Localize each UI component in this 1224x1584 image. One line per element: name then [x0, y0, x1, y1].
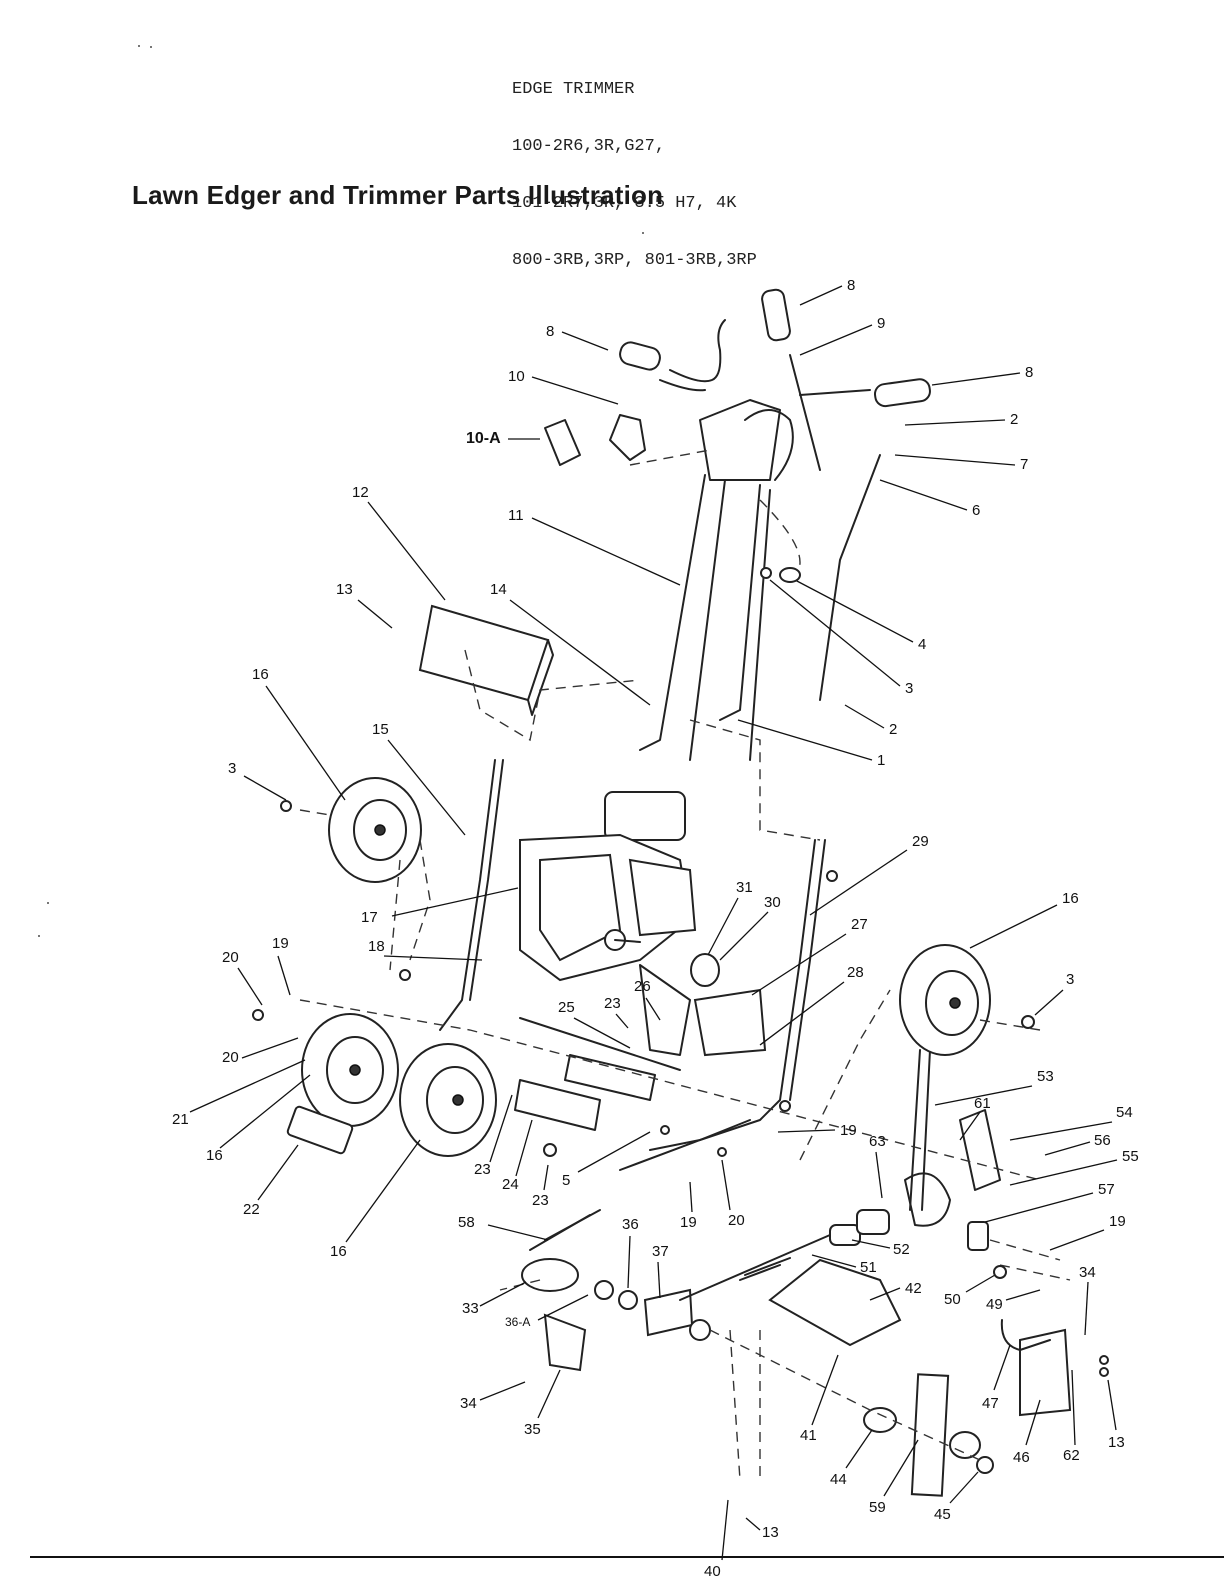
model-line: 100-2R6,3R,G27,: [512, 137, 666, 156]
callout-label: 23: [474, 1161, 491, 1178]
scan-speck: [150, 46, 152, 48]
shield-cover: [418, 604, 554, 716]
callout-label: 16: [330, 1243, 347, 1260]
callout-label: 1: [877, 752, 885, 769]
callout-label: 37: [652, 1243, 669, 1260]
callout-label: 5: [562, 1172, 570, 1189]
bottom-rule: [30, 1556, 1224, 1558]
callout-label: 19: [272, 935, 289, 952]
callout-label: 52: [893, 1241, 910, 1258]
model-line: 800-3RB,3RP, 801-3RB,3RP: [512, 251, 757, 270]
callout-label: 33: [462, 1300, 479, 1317]
callout-label: 50: [944, 1291, 961, 1308]
callout-label: 27: [851, 916, 868, 933]
spindle-assembly: [521, 1109, 1072, 1497]
callout-label: 28: [847, 964, 864, 981]
callout-label: 20: [222, 1049, 239, 1066]
callout-label: 8: [847, 277, 855, 294]
callout-label: 19: [1109, 1213, 1126, 1230]
callout-label: 25: [558, 999, 575, 1016]
scan-speck: [138, 45, 140, 47]
callout-label: 13: [336, 581, 353, 598]
callout-label: 36-A: [505, 1315, 530, 1329]
callout-label: 42: [905, 1280, 922, 1297]
callout-label: 53: [1037, 1068, 1054, 1085]
callout-label: 2: [889, 721, 897, 738]
callout-label: 22: [243, 1201, 260, 1218]
callout-label: 44: [830, 1471, 847, 1488]
callout-label: 55: [1122, 1148, 1139, 1165]
callout-label: 16: [252, 666, 269, 683]
callout-label: 26: [634, 978, 651, 995]
scan-speck: [38, 935, 40, 937]
callout-label: 16: [1062, 890, 1079, 907]
callout-label: 35: [524, 1421, 541, 1438]
callout-label: 13: [762, 1524, 779, 1541]
handle-assembly: [544, 288, 931, 761]
engine: [519, 791, 697, 982]
callout-label: 30: [764, 894, 781, 911]
callout-label: 58: [458, 1214, 475, 1231]
callout-label: 19: [840, 1122, 857, 1139]
scan-speck: [642, 232, 644, 234]
axle-and-brackets: [286, 953, 767, 1171]
callout-label: 15: [372, 721, 389, 738]
callout-label: 29: [912, 833, 929, 850]
callout-label: 46: [1013, 1449, 1030, 1466]
callout-label: 59: [869, 1499, 886, 1516]
callout-label: 41: [800, 1427, 817, 1444]
frame-rails: [439, 759, 931, 1211]
callout-label: 51: [860, 1259, 877, 1276]
callout-label: 16: [206, 1147, 223, 1164]
callout-label: 7: [1020, 456, 1028, 473]
callout-label: 3: [905, 680, 913, 697]
callout-label: 63: [869, 1133, 886, 1150]
callout-label: 19: [680, 1214, 697, 1231]
page-title: Lawn Edger and Trimmer Parts Illustratio…: [132, 180, 664, 210]
callout-label: 9: [877, 315, 885, 332]
callout-label: 13: [1108, 1434, 1125, 1451]
callout-label: 10: [508, 368, 525, 385]
model-line: 101-2R7,3R, 3.5 H7, 4K: [512, 194, 737, 213]
callout-label: 34: [1079, 1264, 1096, 1281]
callout-label: 4: [918, 636, 926, 653]
callout-label: 54: [1116, 1104, 1133, 1121]
callout-label: 2: [1010, 411, 1018, 428]
callout-label: 23: [604, 995, 621, 1012]
callout-label: 45: [934, 1506, 951, 1523]
callout-label: 24: [502, 1176, 519, 1193]
callout-label: 47: [982, 1395, 999, 1412]
callout-label: 31: [736, 879, 753, 896]
callout-label: 3: [228, 760, 236, 777]
model-number-block: EDGE TRIMMER 100-2R6,3R,G27, 101-2R7,3R,…: [512, 42, 757, 289]
wheels: [301, 777, 991, 1157]
callout-label: 6: [972, 502, 980, 519]
callout-label: 8: [1025, 364, 1033, 381]
callout-label: 23: [532, 1192, 549, 1209]
callout-label: 57: [1098, 1181, 1115, 1198]
hardware-details: [252, 567, 1109, 1377]
callout-label: 34: [460, 1395, 477, 1412]
callout-label: 36: [622, 1216, 639, 1233]
callout-label: 20: [222, 949, 239, 966]
callout-label: 61: [974, 1095, 991, 1112]
model-line: EDGE TRIMMER: [512, 80, 635, 99]
callouts: 8 8 9 8 10 10-A 2 7 6 12 11 13 14 4 3 16…: [172, 277, 1139, 1580]
callout-label: 49: [986, 1296, 1003, 1313]
callout-label: 21: [172, 1111, 189, 1128]
callout-label: 56: [1094, 1132, 1111, 1149]
callout-label: 11: [508, 507, 524, 524]
callout-label: 10-A: [466, 430, 501, 447]
callout-label: 14: [490, 581, 507, 598]
callout-label: 3: [1066, 971, 1074, 988]
callout-label: 17: [361, 909, 378, 926]
callout-label: 18: [368, 938, 385, 955]
scan-speck: [47, 902, 49, 904]
callout-label: 12: [352, 484, 369, 501]
callout-label: 40: [704, 1563, 721, 1580]
callout-label: 20: [728, 1212, 745, 1229]
callout-label: 62: [1063, 1447, 1080, 1464]
callout-label: 8: [546, 323, 554, 340]
